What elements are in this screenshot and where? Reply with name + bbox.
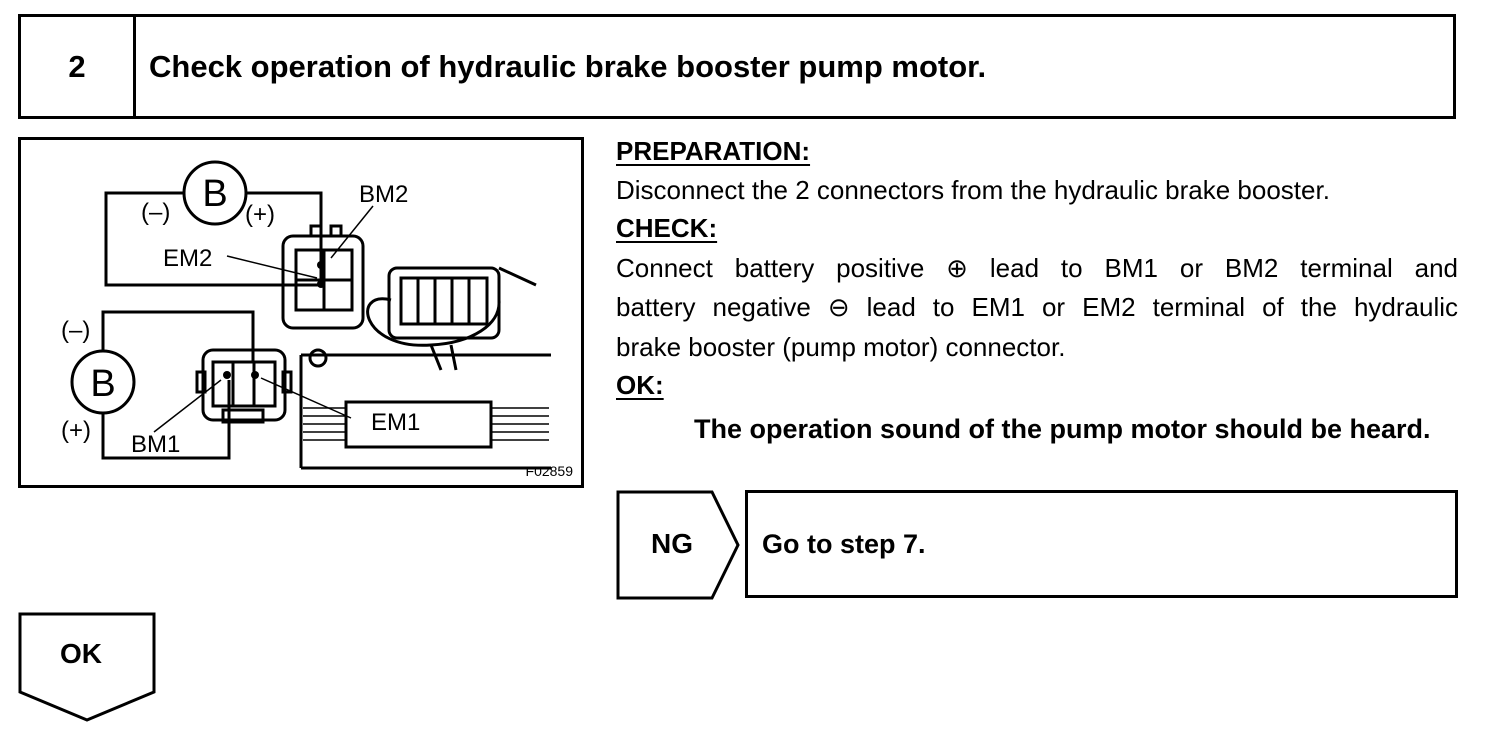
battery-top-minus-label: (–) bbox=[141, 199, 170, 226]
ng-label: NG bbox=[651, 528, 693, 559]
ok-arrow-label: OK bbox=[60, 638, 102, 669]
ok-heading: OK: bbox=[616, 370, 664, 400]
battery-bottom-plus-label: (+) bbox=[61, 417, 91, 444]
battery-top-plus-label: (+) bbox=[245, 201, 275, 228]
battery-top-label: B bbox=[202, 173, 227, 215]
terminal-bm2-label: BM2 bbox=[359, 181, 408, 208]
ok-criteria-text: The operation sound of the pump motor sh… bbox=[694, 414, 1431, 444]
check-heading: CHECK: bbox=[616, 213, 718, 243]
battery-bottom-label: B bbox=[90, 363, 115, 405]
wiring-diagram: B B (–) (+) (–) (+) BM2 EM2 BM1 EM1 F028… bbox=[18, 137, 584, 488]
check-line-3: brake booster (pump motor) connector. bbox=[616, 332, 1066, 362]
step-header: 2 Check operation of hydraulic brake boo… bbox=[18, 14, 1456, 119]
preparation-heading: PREPARATION: bbox=[616, 136, 811, 166]
terminal-em2-label: EM2 bbox=[163, 245, 212, 272]
step-number: 2 bbox=[21, 17, 136, 116]
terminal-em1-label: EM1 bbox=[371, 409, 420, 436]
terminal-bm1-label: BM1 bbox=[131, 431, 180, 458]
battery-bottom-minus-label: (–) bbox=[61, 317, 90, 344]
connector-illustration: B B (–) (+) (–) (+) BM2 EM2 BM1 EM1 bbox=[61, 160, 551, 470]
ng-action-text: Go to step 7. bbox=[762, 528, 926, 559]
preparation-text: Disconnect the 2 connectors from the hyd… bbox=[616, 175, 1330, 205]
step-title: Check operation of hydraulic brake boost… bbox=[149, 48, 987, 84]
ng-action-box: Go to step 7. bbox=[745, 490, 1458, 598]
ok-arrow-shape bbox=[18, 612, 156, 722]
check-line-1: Connect battery positive ⊕ lead to BM1 o… bbox=[616, 253, 1458, 283]
check-line-2: battery negative ⊖ lead to EM1 or EM2 te… bbox=[616, 292, 1458, 322]
figure-code: F02859 bbox=[525, 463, 573, 479]
ng-arrow-shape bbox=[616, 490, 740, 600]
